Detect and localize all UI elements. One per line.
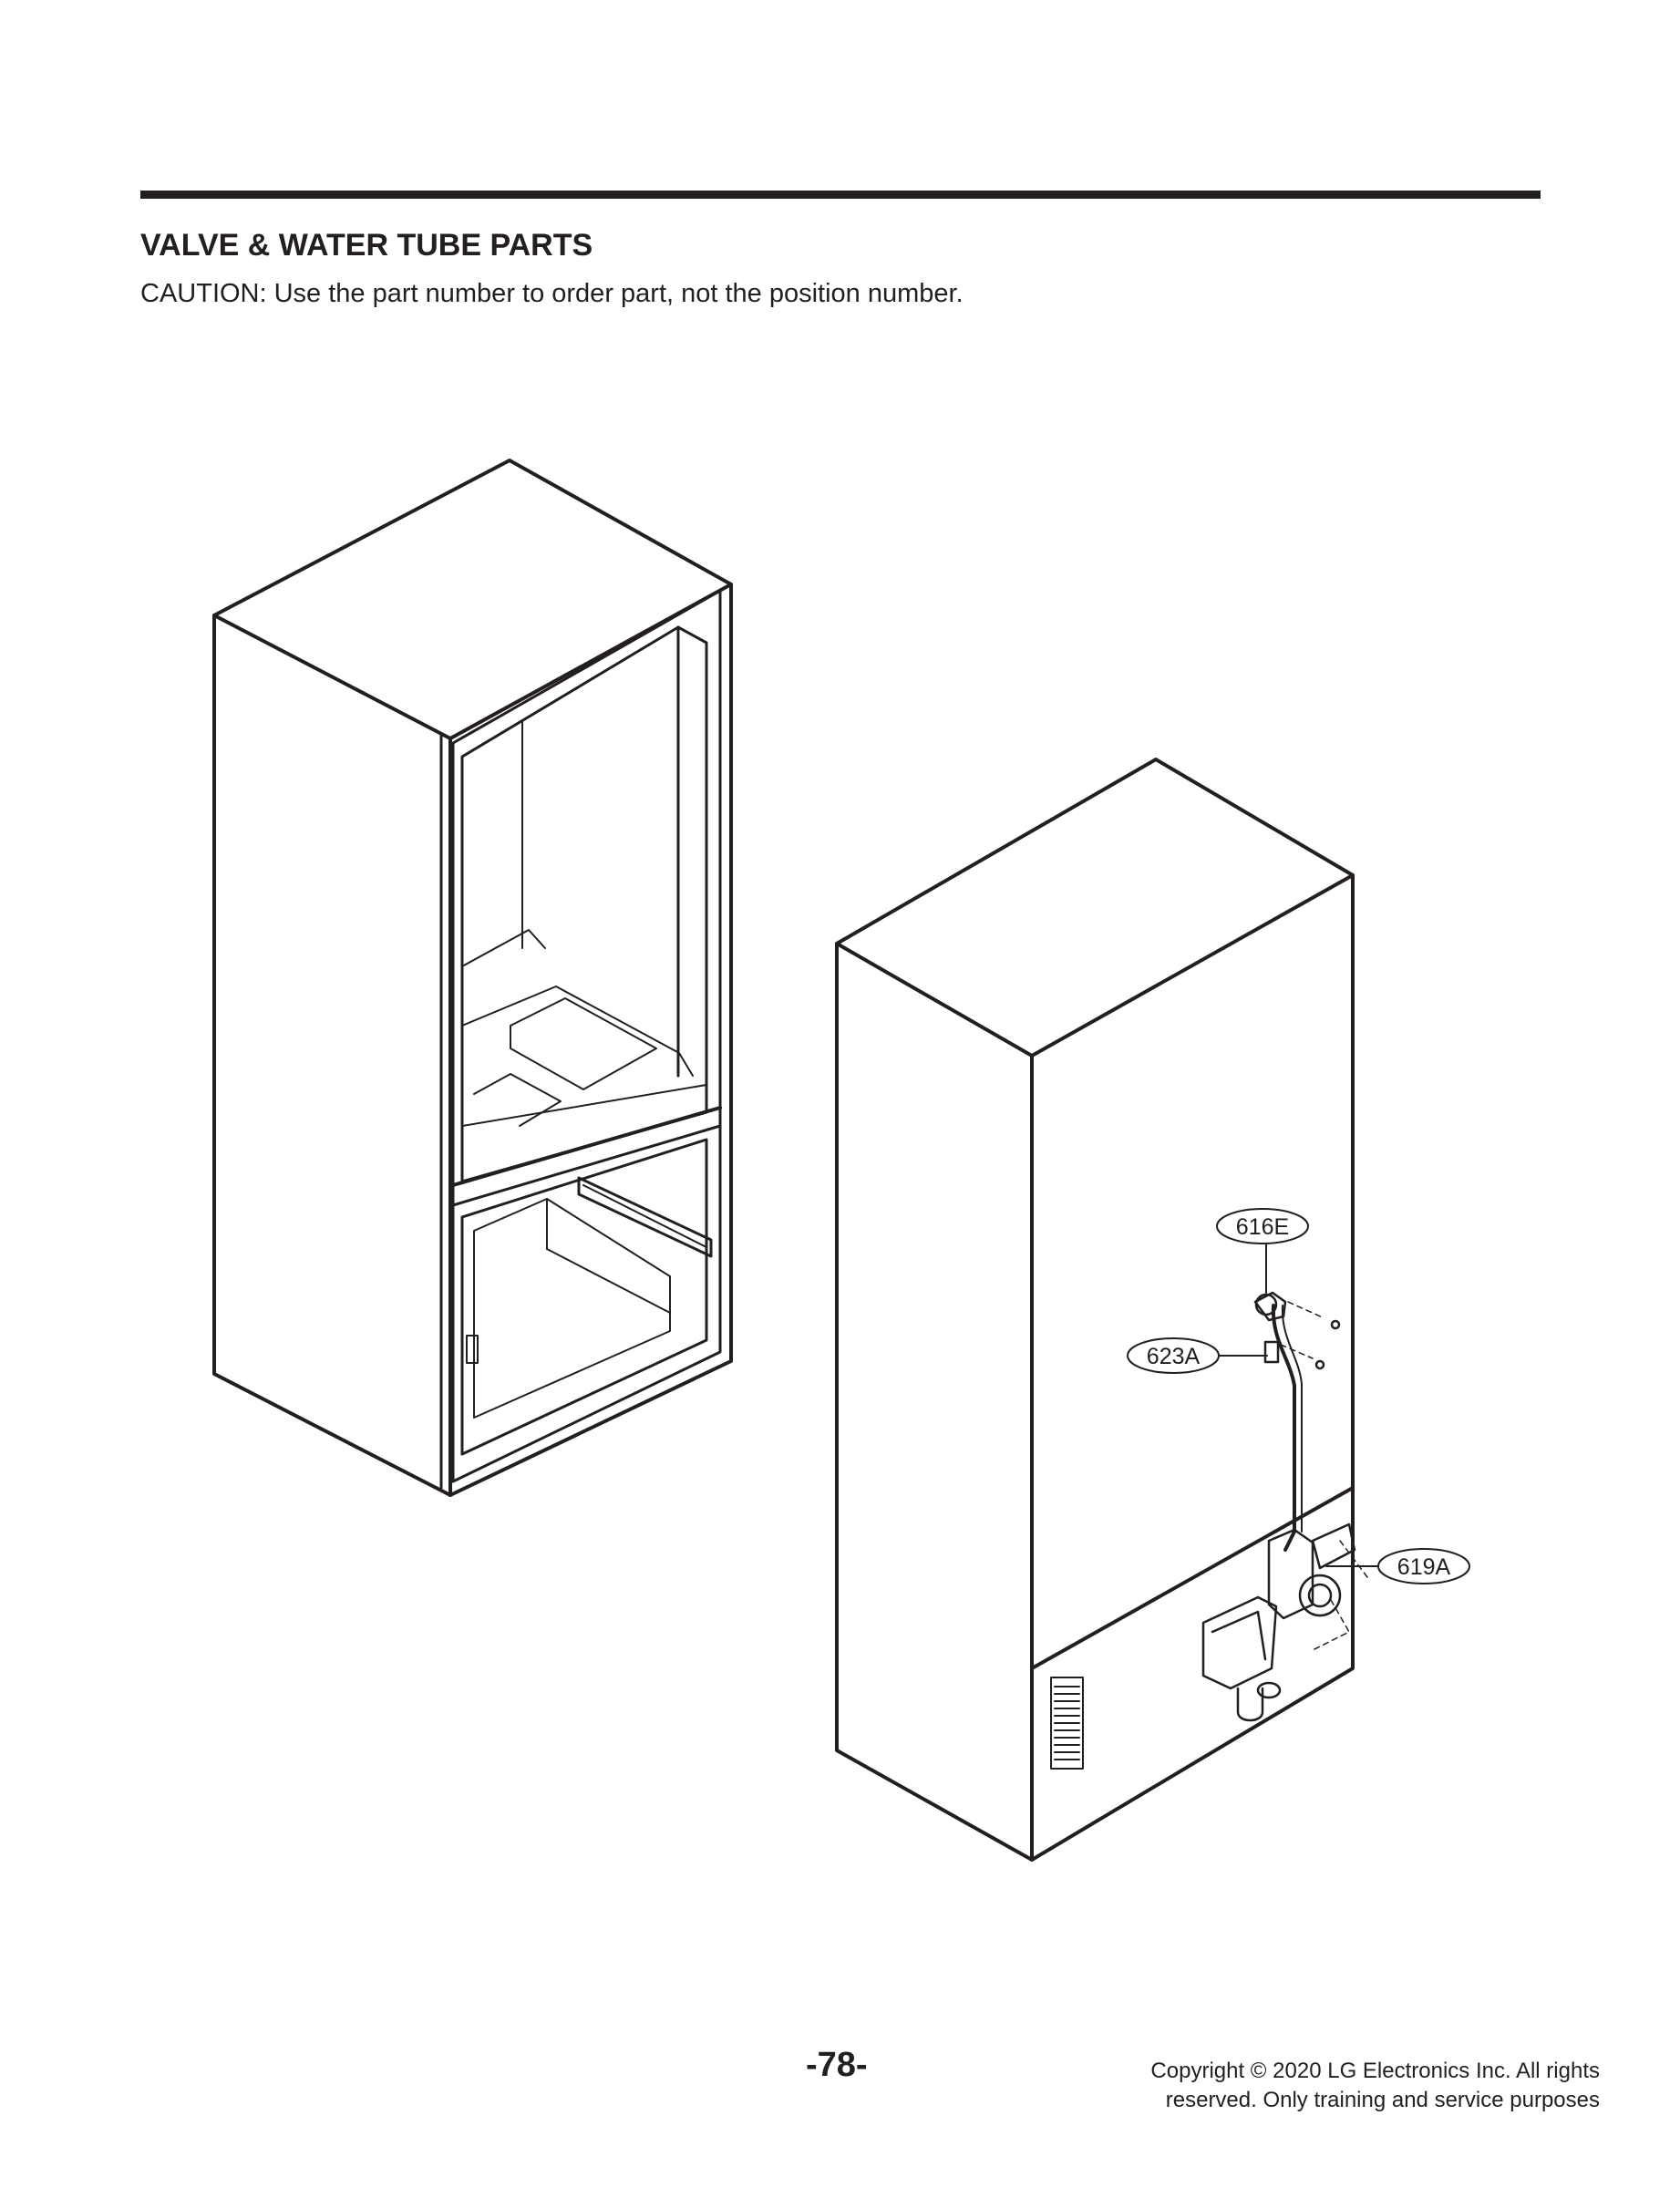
callout-623a: 623A bbox=[1127, 1337, 1220, 1374]
callout-616e-label: 616E bbox=[1236, 1214, 1289, 1240]
caution-note: CAUTION: Use the part number to order pa… bbox=[140, 279, 964, 308]
callout-619a-label: 619A bbox=[1397, 1554, 1451, 1580]
cabinet-rear-view bbox=[835, 758, 1355, 1862]
water-valve-assembly bbox=[1201, 1291, 1368, 1722]
header-rule bbox=[140, 191, 1541, 199]
page-number: -78- bbox=[806, 2046, 868, 2084]
copyright-notice: Copyright © 2020 LG Electronics Inc. All… bbox=[1150, 2057, 1600, 2115]
copyright-line-1: Copyright © 2020 LG Electronics Inc. All… bbox=[1150, 2059, 1600, 2083]
callout-616e: 616E bbox=[1216, 1208, 1309, 1244]
cabinet-front-view bbox=[212, 459, 733, 1497]
page-title: VALVE & WATER TUBE PARTS bbox=[140, 228, 593, 263]
callout-619a: 619A bbox=[1377, 1548, 1470, 1584]
callout-623a-label: 623A bbox=[1147, 1344, 1201, 1369]
copyright-line-2: reserved. Only training and service purp… bbox=[1165, 2088, 1600, 2112]
